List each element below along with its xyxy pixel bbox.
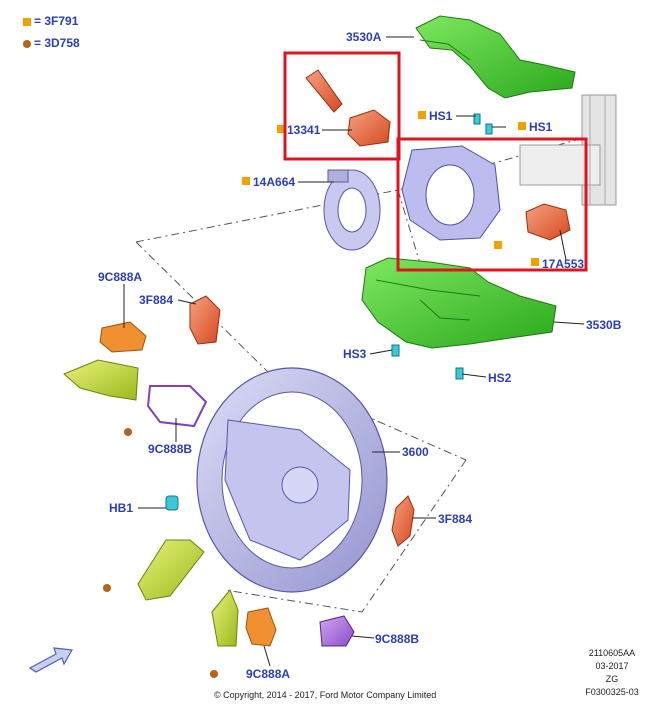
callout-hs1-left: HS1 (429, 109, 453, 123)
callout-13341: 13341 (287, 123, 321, 137)
legend-dot-label: = 3D758 (34, 36, 80, 50)
callout-9c888a-top: 9C888A (98, 270, 143, 284)
fastener-markers (242, 111, 539, 266)
callout-9c888a-bottom: 9C888A (246, 667, 291, 681)
screws (165, 113, 493, 511)
direction-arrow-icon (28, 647, 73, 673)
callout-hs1-right: HS1 (529, 120, 553, 134)
callout-hb1: HB1 (109, 501, 134, 515)
callout-9c888b-left: 9C888B (148, 442, 193, 456)
callout-3600: 3600 (402, 445, 429, 459)
callout-17a553: 17A553 (542, 257, 585, 271)
switch-9c888a-bottom (245, 607, 277, 647)
meta-line-3: ZG (605, 674, 619, 684)
bezel-left-upper (63, 359, 139, 401)
switch-17a553 (525, 203, 571, 241)
clockspring-14a664 (323, 169, 381, 251)
callout-14a664: 14A664 (253, 175, 296, 189)
meta-line-2: 03-2017 (595, 661, 629, 671)
switch-9c888b-bottom (319, 615, 355, 647)
leader-lines (123, 36, 585, 667)
legend-square-label: = 3F791 (34, 14, 79, 28)
meta-line-4: F0300325-03 (585, 687, 639, 697)
trim-3f884-right (391, 495, 415, 547)
trim-3f884-top (189, 295, 221, 345)
callout-hs3: HS3 (343, 347, 367, 361)
dot-marker-icon (23, 39, 31, 48)
highlight-boxes (283, 51, 588, 272)
legend-dot: = 3D758 (23, 36, 80, 50)
callout-9c888b-bottom: 9C888B (375, 632, 420, 646)
bezel-left-lower (137, 539, 205, 601)
callout-3f884-top: 3F884 (139, 293, 174, 307)
multifunction-switch-13341 (305, 69, 391, 147)
legend-square: = 3F791 (23, 14, 78, 28)
square-marker-icon (23, 17, 31, 26)
steering-wheel-3600 (196, 367, 388, 593)
bezel-bottom-center (211, 589, 239, 647)
callout-hs2: HS2 (488, 371, 512, 385)
callout-3f884-right: 3F884 (438, 512, 473, 526)
callout-3530b: 3530B (586, 318, 622, 332)
switch-housing (401, 145, 501, 241)
nut-markers (103, 428, 218, 678)
lower-shroud-3530b (361, 257, 557, 349)
switch-9c888a-top (99, 321, 147, 353)
switch-9c888b-left (146, 385, 208, 428)
upper-shroud-3530a (415, 15, 576, 99)
meta-block: 2110605AA 03-2017 ZG F0300325-03 (576, 648, 648, 697)
meta-line-1: 2110605AA (588, 648, 636, 658)
callout-3530a: 3530A (346, 30, 382, 44)
copyright: © Copyright, 2014 - 2017, Ford Motor Com… (214, 690, 437, 700)
steering-column (519, 94, 617, 206)
